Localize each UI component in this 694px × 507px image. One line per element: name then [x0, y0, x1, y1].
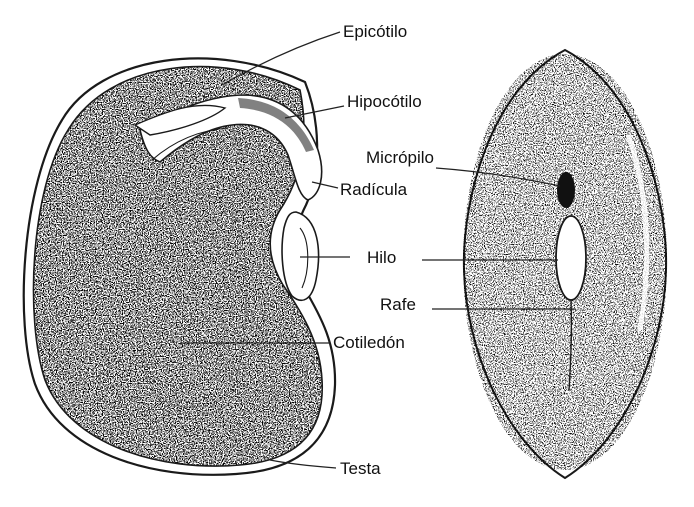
hilum-notch [282, 212, 318, 300]
label-testa: Testa [340, 459, 381, 478]
seed-edge-view [455, 40, 675, 490]
seed-section [20, 40, 340, 480]
hilum-oval [556, 216, 586, 300]
label-epicotilo: Epicótilo [343, 22, 407, 41]
label-rafe: Rafe [380, 295, 416, 314]
label-hilo: Hilo [367, 248, 396, 267]
label-micropilo: Micrópilo [366, 148, 434, 167]
label-hipocotilo: Hipocótilo [347, 92, 422, 111]
label-cotiledon: Cotiledón [333, 333, 405, 352]
label-radicula: Radícula [340, 180, 408, 199]
micropyle [557, 172, 575, 208]
